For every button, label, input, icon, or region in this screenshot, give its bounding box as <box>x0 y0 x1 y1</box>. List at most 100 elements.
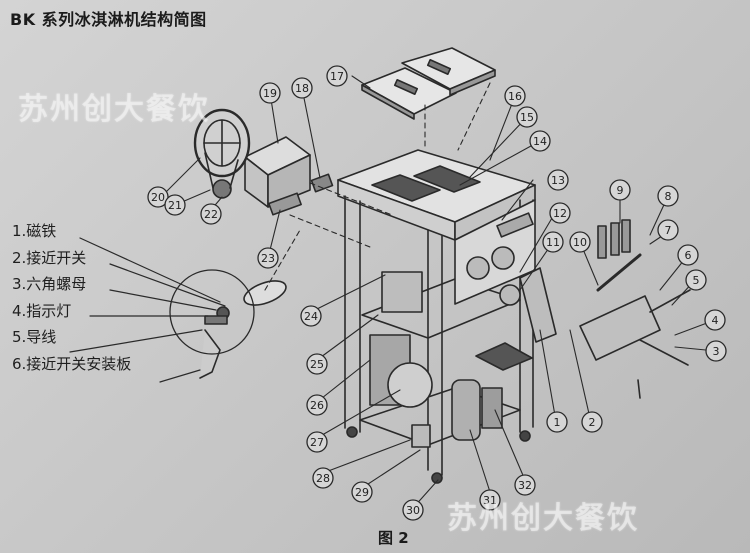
callout-circle <box>657 219 679 241</box>
callout-circle <box>547 169 569 191</box>
parts-legend: 1.磁铁 2.接近开关 3.六角螺母 4.指示灯 5.导线 6.接近开关安装板 <box>12 218 131 377</box>
callout-number: 5 <box>693 274 700 287</box>
callout-circle <box>581 411 603 433</box>
callout-24: 24 <box>300 305 322 327</box>
callout-number: 13 <box>551 174 565 187</box>
callout-circle <box>402 499 424 521</box>
callout-circle <box>257 247 279 269</box>
callout-9: 9 <box>609 179 631 201</box>
callout-circle <box>479 489 501 511</box>
callout-number: 14 <box>533 135 547 148</box>
callout-4: 4 <box>704 309 726 331</box>
callout-circle <box>704 309 726 331</box>
callout-number: 1 <box>554 416 561 429</box>
callout-14: 14 <box>529 130 551 152</box>
callout-32: 32 <box>514 474 536 496</box>
callout-circle <box>542 231 564 253</box>
callout-number: 26 <box>310 399 324 412</box>
hopper-lids <box>361 47 496 120</box>
legend-item: 2.接近开关 <box>12 248 87 267</box>
diagram-title: BK 系列冰淇淋机结构简图 <box>10 10 207 29</box>
legend-item: 5.导线 <box>12 328 57 346</box>
legend-item: 1.磁铁 <box>12 222 57 240</box>
callout-number: 11 <box>546 236 560 249</box>
callout-number: 31 <box>483 494 497 507</box>
callout-20: 20 <box>147 186 169 208</box>
callout-circle <box>516 106 538 128</box>
callout-8: 8 <box>657 185 679 207</box>
callout-circle <box>312 467 334 489</box>
callout-number: 4 <box>712 314 719 327</box>
callout-number: 19 <box>263 87 277 100</box>
callout-11: 11 <box>542 231 564 253</box>
callout-circle <box>657 185 679 207</box>
proximity-switch-parts <box>169 269 287 379</box>
callout-19: 19 <box>259 82 281 104</box>
callout-21: 21 <box>164 194 186 216</box>
callout-25: 25 <box>306 353 328 375</box>
callout-1: 1 <box>546 411 568 433</box>
callout-circle <box>291 77 313 99</box>
callout-23: 23 <box>257 247 279 269</box>
callout-number: 2 <box>589 416 596 429</box>
callout-number: 12 <box>553 207 567 220</box>
callout-number: 29 <box>355 486 369 499</box>
assembly-guides <box>264 82 491 291</box>
legend-item: 4.指示灯 <box>12 301 72 320</box>
callout-7: 7 <box>657 219 679 241</box>
watermark-bottom: 苏州创大餐饮 <box>447 501 639 536</box>
callout-number: 8 <box>665 190 672 203</box>
callout-number: 16 <box>508 90 522 103</box>
callout-13: 13 <box>547 169 569 191</box>
callout-16: 16 <box>504 85 526 107</box>
callout-circle <box>569 231 591 253</box>
callout-27: 27 <box>306 431 328 453</box>
callout-number: 25 <box>310 358 324 371</box>
callout-number: 15 <box>520 111 534 124</box>
callout-circle <box>685 269 707 291</box>
callout-circle <box>259 82 281 104</box>
callout-number: 24 <box>304 310 318 323</box>
callout-circle <box>306 394 328 416</box>
callout-12: 12 <box>549 202 571 224</box>
callout-6: 6 <box>677 244 699 266</box>
callout-3: 3 <box>705 340 727 362</box>
callout-circle <box>306 353 328 375</box>
figure-caption: 图 2 <box>378 529 409 547</box>
callout-number: 21 <box>168 199 182 212</box>
legend-leaders <box>69 237 226 383</box>
legend-item: 3.六角螺母 <box>12 275 87 293</box>
callout-circle <box>529 130 551 152</box>
callout-22: 22 <box>200 203 222 225</box>
callout-circle <box>504 85 526 107</box>
callout-2: 2 <box>581 411 603 433</box>
callout-number: 23 <box>261 252 275 265</box>
callout-number: 27 <box>310 436 324 449</box>
callout-circle <box>514 474 536 496</box>
dispensing-head <box>499 219 691 399</box>
legend-item: 6.接近开关安装板 <box>12 354 132 373</box>
motor-pulley-assembly <box>193 108 334 216</box>
callout-circle <box>546 411 568 433</box>
callout-29: 29 <box>351 481 373 503</box>
callout-circle <box>300 305 322 327</box>
callout-26: 26 <box>306 394 328 416</box>
callout-10: 10 <box>569 231 591 253</box>
callout-circle <box>351 481 373 503</box>
watermark-top: 苏州创大餐饮 <box>18 92 210 127</box>
callout-number: 30 <box>406 504 420 517</box>
callout-circle <box>705 340 727 362</box>
callout-circle <box>164 194 186 216</box>
callout-31: 31 <box>479 489 501 511</box>
callout-number: 6 <box>685 249 692 262</box>
callout-circle <box>549 202 571 224</box>
callout-number: 17 <box>330 70 344 83</box>
callout-number: 18 <box>295 82 309 95</box>
callout-number: 10 <box>573 236 587 249</box>
callout-15: 15 <box>516 106 538 128</box>
callout-17: 17 <box>326 65 348 87</box>
machine-body <box>337 149 536 484</box>
